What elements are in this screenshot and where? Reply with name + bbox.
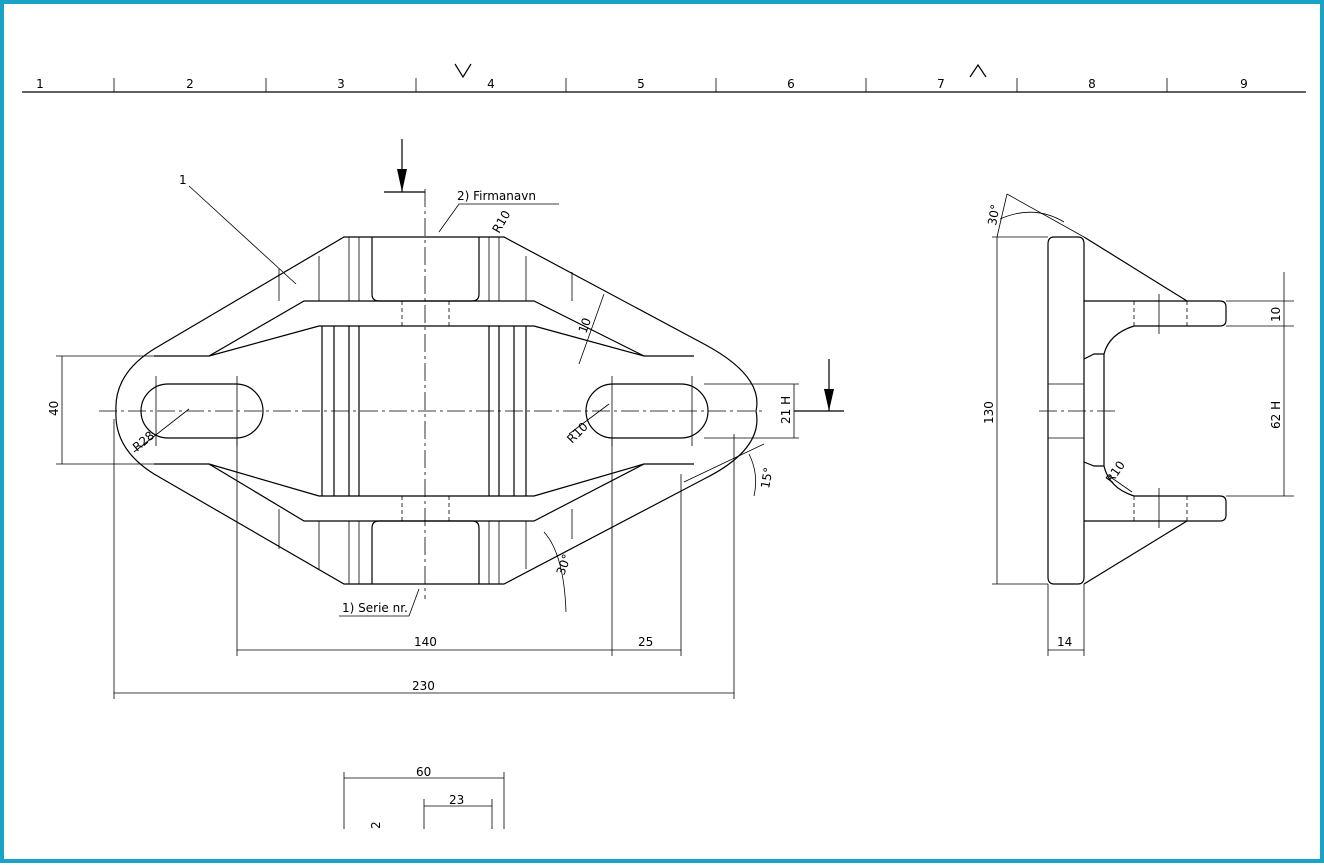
zone-number: 2 (186, 77, 194, 91)
radius-label: R10 (564, 420, 591, 447)
side-view (1039, 236, 1227, 585)
zone-number: 5 (637, 77, 645, 91)
leader-line (438, 203, 559, 233)
section-arrow-icon (397, 169, 407, 192)
bottom-detail: 60 23 2 (343, 765, 505, 829)
zone-number: 3 (337, 77, 345, 91)
dimension-label: 21 H (779, 396, 793, 424)
zone-number: 9 (1240, 77, 1248, 91)
outer-contour (115, 236, 758, 585)
angle-label: 30° (554, 552, 574, 577)
part-label: 1 (179, 173, 187, 187)
side-lug-end (1219, 300, 1227, 327)
dimension-label: 25 (638, 635, 653, 649)
angle-line (1006, 193, 1085, 238)
dimension-label: 60 (416, 765, 431, 779)
dimension-label: 230 (412, 679, 435, 693)
technical-drawing: 1 2 3 4 5 6 7 8 9 (22, 63, 1306, 829)
leader-line (408, 588, 420, 617)
angle-arc (748, 453, 757, 497)
dimension-label: 130 (982, 401, 996, 424)
dimension-label: 2 (369, 821, 383, 829)
bottom-boss (371, 520, 480, 584)
dimension-label: 140 (414, 635, 437, 649)
angle-arc (543, 531, 567, 613)
side-rib (1083, 236, 1188, 302)
angle-line (683, 443, 765, 483)
top-boss (371, 237, 480, 302)
zone-number: 7 (937, 77, 945, 91)
center-mark-up-icon (969, 63, 987, 78)
zone-number: 8 (1088, 77, 1096, 91)
section-arrow-icon (824, 389, 834, 411)
center-mark-down-icon (454, 63, 472, 79)
note-serie: 1) Serie nr. (342, 601, 408, 615)
leader-line (133, 408, 190, 453)
dimension-label: 23 (449, 793, 464, 807)
leader-line (1108, 475, 1133, 493)
zone-ruler: 1 2 3 4 5 6 7 8 9 (22, 63, 1306, 93)
front-annotations: 1 2) Firmanavn 1) Serie nr. R10 10 R10 R… (47, 173, 799, 699)
radius-label: R28 (130, 428, 157, 454)
side-rib (1083, 520, 1188, 585)
dimension-label: 10 (1269, 307, 1283, 322)
pocket-edge (533, 463, 645, 497)
pocket-edge (533, 325, 645, 357)
angle-arc (999, 211, 1065, 223)
radius-label: R10 (1103, 458, 1128, 485)
angle-label: 30° (985, 203, 1002, 226)
dimension-label: 40 (47, 401, 61, 416)
pocket-edge (208, 325, 320, 357)
side-fillet (1083, 325, 1135, 360)
dimension-label: 62 H (1269, 401, 1283, 429)
dimension-line (578, 293, 605, 365)
dimension-label: 14 (1057, 635, 1072, 649)
angle-label: 15° (758, 466, 775, 489)
side-lug-end (1219, 495, 1227, 522)
dimension-label: 10 (576, 316, 594, 335)
radius-label: R10 (489, 208, 513, 235)
pocket-edge (208, 463, 320, 497)
zone-number: 1 (36, 77, 44, 91)
front-view (99, 139, 844, 599)
leader-line (568, 403, 610, 435)
angle-line (996, 193, 1008, 238)
side-annotations: 130 14 10 62 H 30° R10 (982, 193, 1294, 656)
leader-line (188, 185, 297, 285)
note-firmanavn: 2) Firmanavn (457, 189, 536, 203)
zone-number: 4 (487, 77, 495, 91)
zone-number: 6 (787, 77, 795, 91)
side-base-plate (1047, 236, 1085, 585)
